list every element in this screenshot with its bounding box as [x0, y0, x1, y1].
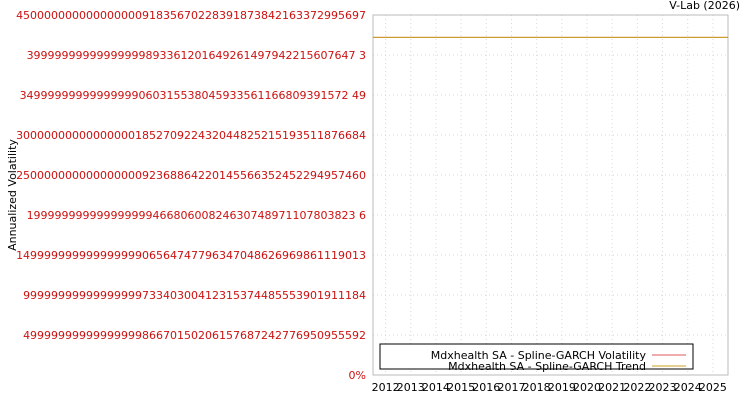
x-tick-label: 2021 [598, 381, 626, 394]
y-tick-label: 2500000000000000009236886422014556635245… [16, 169, 366, 182]
plot-area [372, 14, 729, 376]
y-tick-label: 0% [349, 369, 366, 382]
x-tick-label: 2022 [623, 381, 651, 394]
x-axis-ticks: 2012201320142015201620172018201920202021… [372, 381, 727, 394]
y-tick-label: 9999999999999999973340300412315374485553… [23, 289, 366, 302]
x-tick-label: 2019 [548, 381, 576, 394]
grid-lines [373, 15, 728, 375]
credit-label: V-Lab (2026) [669, 0, 740, 12]
y-tick-label: 3499999999999999906031553804593356116680… [20, 89, 366, 102]
x-tick-label: 2016 [472, 381, 500, 394]
legend-box [379, 343, 694, 370]
y-tick-label: 1499999999999999990656474779634704862696… [16, 249, 366, 262]
x-tick-label: 2013 [397, 381, 425, 394]
x-tick-label: 2023 [649, 381, 677, 394]
x-tick-label: 2020 [573, 381, 601, 394]
x-tick-label: 2014 [422, 381, 450, 394]
x-tick-label: 2025 [699, 381, 727, 394]
x-tick-label: 2017 [497, 381, 525, 394]
x-tick-label: 2012 [372, 381, 400, 394]
legend-label: Mdxhealth SA - Spline-GARCH Trend [448, 360, 646, 373]
y-tick-label: 3000000000000000018527092243204482521519… [16, 129, 366, 142]
x-tick-label: 2024 [674, 381, 702, 394]
y-tick-label: 1999999999999999994668060082463074897110… [27, 209, 366, 222]
x-tick-label: 2015 [447, 381, 475, 394]
legend: Mdxhealth SA - Spline-GARCH VolatilityMd… [379, 343, 694, 373]
legend-label: Mdxhealth SA - Spline-GARCH Volatility [431, 349, 647, 362]
y-axis-label: Annualized Volatility [6, 139, 19, 251]
y-tick-label: 3999999999999999989336120164926149794221… [27, 49, 366, 62]
x-tick-label: 2018 [523, 381, 551, 394]
y-axis-ticks: 0% 49999999999999999866701502061576872427… [16, 9, 366, 382]
y-tick-label: 4500000000000000009183567022839187384216… [16, 9, 366, 22]
y-tick-label: 4999999999999999986670150206157687242776… [23, 329, 366, 342]
